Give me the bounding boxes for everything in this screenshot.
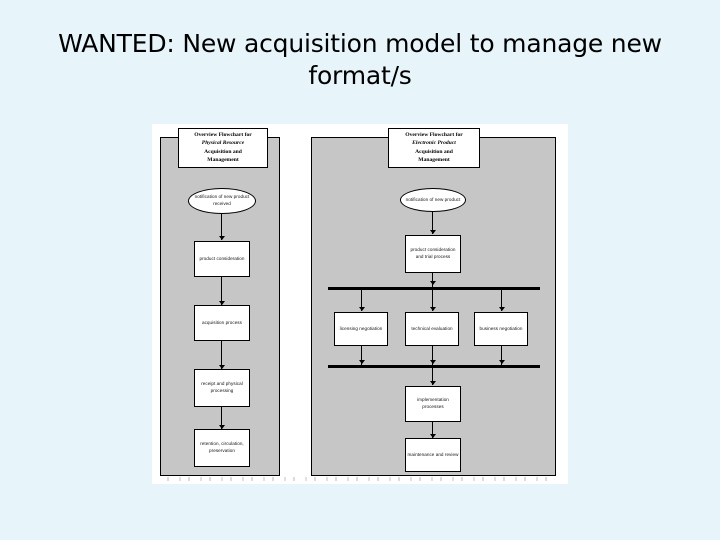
split-bar xyxy=(328,287,540,290)
arrowhead-physical-3 xyxy=(218,365,225,369)
connector-merge-right xyxy=(501,346,503,366)
arrowhead-physical-2 xyxy=(218,301,225,305)
connector-physical-3 xyxy=(221,341,223,369)
node-electronic-technical: technical evaluation xyxy=(405,312,459,346)
connector-electronic-4 xyxy=(432,422,434,438)
connector-physical-2 xyxy=(221,277,223,305)
physical-title-line1: Overview Flowchart for xyxy=(194,132,252,138)
electronic-title-line1: Overview Flowchart for xyxy=(405,132,463,138)
connector-electronic-3 xyxy=(432,367,434,385)
merge-bar xyxy=(328,365,540,368)
electronic-title-line2: Electronic Product xyxy=(412,140,456,147)
arrowhead-split-right xyxy=(498,307,505,311)
panel-physical-title: Overview Flowchart for Physical Resource… xyxy=(178,128,268,168)
connector-split-left xyxy=(361,289,363,311)
flowchart-figure: Overview Flowchart for Physical Resource… xyxy=(152,124,568,484)
arrowhead-merge-mid xyxy=(429,360,436,364)
arrowhead-electronic-split xyxy=(429,281,436,285)
arrowhead-electronic-4 xyxy=(429,434,436,438)
connector-physical-1 xyxy=(221,214,223,240)
arrowhead-merge-left xyxy=(358,360,365,364)
arrowhead-split-left xyxy=(358,307,365,311)
node-physical-retention: retention, circulation, preservation xyxy=(194,429,250,467)
connector-split-mid xyxy=(432,289,434,311)
scan-artifact xyxy=(160,477,556,481)
connector-merge-mid xyxy=(432,346,434,366)
arrowhead-merge-right xyxy=(498,360,505,364)
arrowhead-electronic-1 xyxy=(429,230,436,234)
node-electronic-implementation: implementation processes xyxy=(405,386,461,422)
physical-title-line4: Management xyxy=(207,157,239,164)
node-physical-acquisition: acquisition process xyxy=(194,305,250,341)
node-electronic-consideration: product consideration and trial process xyxy=(405,235,461,273)
node-electronic-business: business negotiation xyxy=(474,312,528,346)
connector-split-right xyxy=(501,289,503,311)
connector-physical-4 xyxy=(221,407,223,429)
arrowhead-electronic-3 xyxy=(429,381,436,385)
panel-electronic-title: Overview Flowchart for Electronic Produc… xyxy=(388,128,480,168)
node-physical-consideration: product consideration xyxy=(194,241,250,277)
arrowhead-physical-1 xyxy=(218,236,225,240)
arrowhead-physical-4 xyxy=(218,425,225,429)
node-electronic-notification: notification of new product xyxy=(400,188,466,212)
page-title: WANTED: New acquisition model to manage … xyxy=(58,29,662,90)
electronic-title-line3: Acquisition and xyxy=(415,148,453,155)
connector-merge-left xyxy=(361,346,363,366)
arrowhead-split-mid xyxy=(429,307,436,311)
node-physical-receipt: receipt and physical processing xyxy=(194,369,250,407)
node-electronic-maintenance: maintenance and review xyxy=(405,438,461,472)
connector-electronic-2 xyxy=(432,273,434,288)
physical-title-line2: Physical Resource xyxy=(201,140,245,147)
electronic-title-line4: Management xyxy=(418,157,450,164)
node-physical-notification: notification of new product received xyxy=(188,188,256,214)
node-electronic-licensing: licensing negotiation xyxy=(334,312,388,346)
connector-electronic-1 xyxy=(432,212,434,234)
physical-title-line3: Acquisition and xyxy=(204,148,242,155)
